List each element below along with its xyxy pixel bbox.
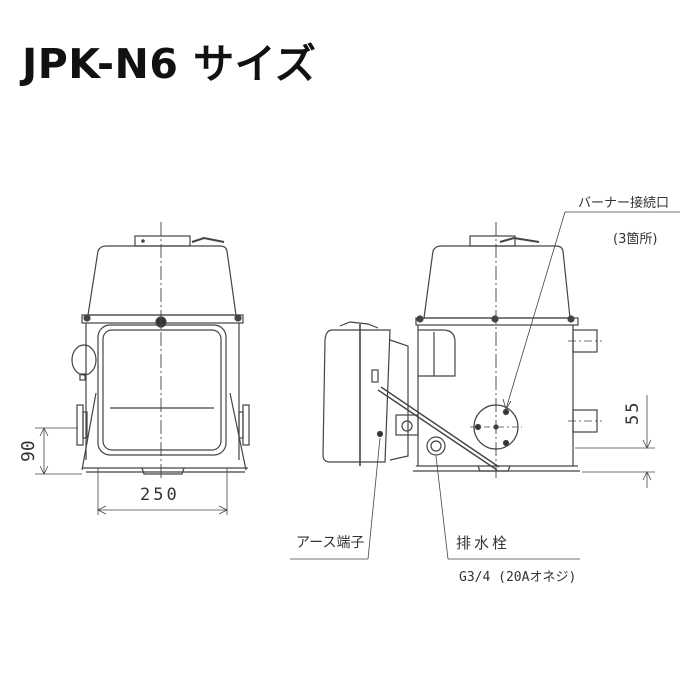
burner-port-label: バーナー接続口 [578, 196, 670, 211]
front-view [35, 222, 250, 515]
burner-port-count-label: (3箇所) [613, 232, 658, 247]
drain-plug-spec-label: G3/4 (20Aオネジ) [459, 570, 577, 585]
earth-terminal-label: アース端子 [296, 535, 365, 551]
page-title: JPK-N6 サイズ [22, 40, 317, 88]
dimension-height-side: 55 [623, 400, 643, 425]
drain-plug-label: 排水栓 [456, 534, 511, 552]
dimension-width-front: 250 [140, 485, 180, 505]
dimension-height-front: 90 [18, 440, 39, 462]
side-view [290, 211, 680, 560]
